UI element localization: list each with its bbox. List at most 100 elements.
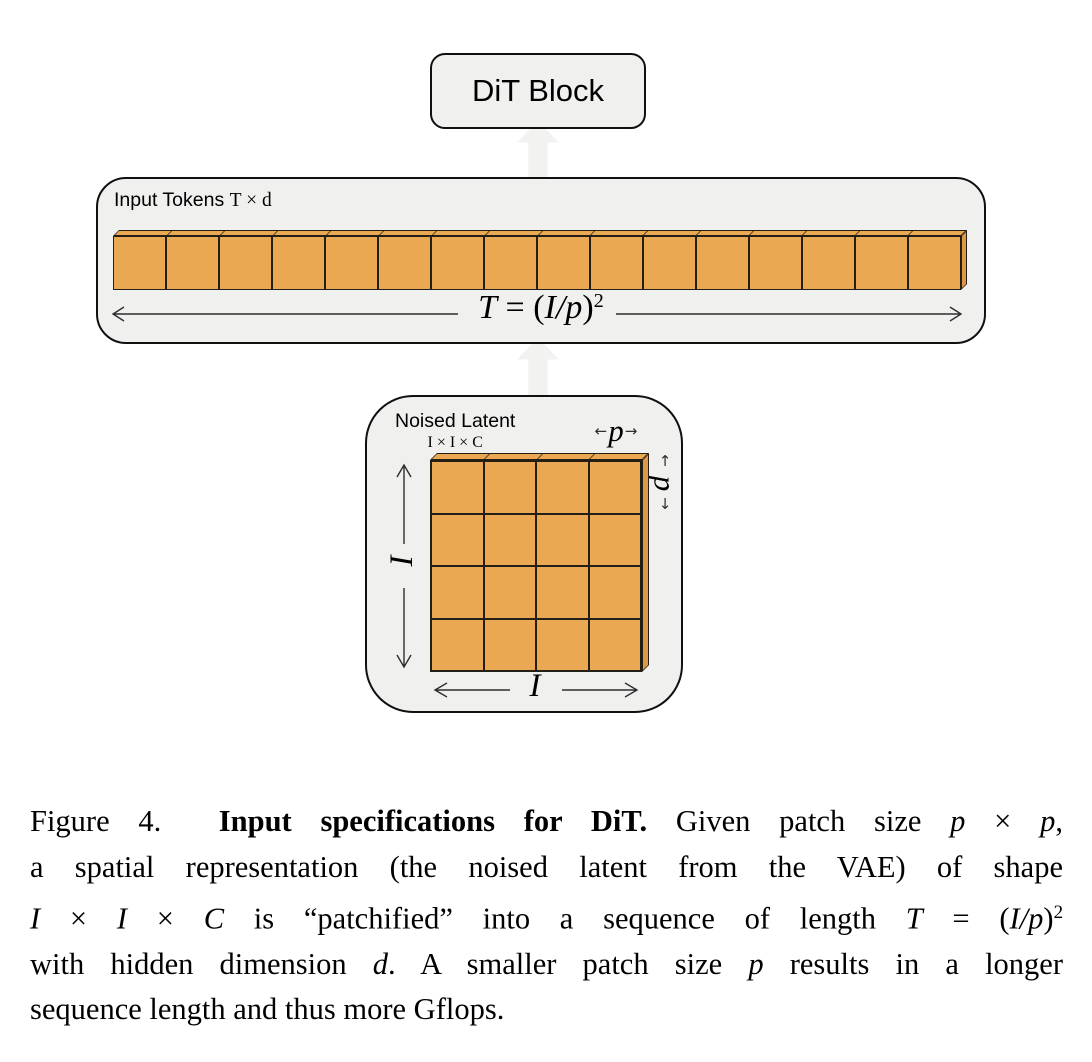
token xyxy=(696,237,749,289)
token xyxy=(537,237,590,289)
token-top xyxy=(432,231,490,235)
token xyxy=(325,237,378,289)
latent-grid-front-faces xyxy=(430,460,642,672)
latent-patch xyxy=(483,461,536,514)
token-top xyxy=(644,231,702,235)
up-arrow-icon xyxy=(517,121,559,179)
noised-latent-panel: Noised Latent I × I × C ← p → ↑ p ↓ I I xyxy=(365,395,683,713)
noised-latent-label-text: Noised Latent xyxy=(395,410,516,432)
latent-patch xyxy=(588,461,641,514)
token-top xyxy=(750,231,808,235)
caption-segment: Given patch size xyxy=(647,804,951,838)
caption-segment: p xyxy=(1040,804,1056,838)
token-top xyxy=(856,231,914,235)
up-arrow-icon: ↑ xyxy=(658,452,672,471)
token-top xyxy=(326,231,384,235)
caption-segment: Figure 4. xyxy=(30,804,219,838)
latent-patch-top xyxy=(537,454,596,459)
latent-grid-top-face xyxy=(430,453,649,460)
caption-line: Figure 4. Input specifications for DiT. … xyxy=(30,799,1063,845)
latent-patch xyxy=(431,566,484,619)
dit-block-box: DiT Block xyxy=(430,53,646,129)
caption-segment: with hidden dimension xyxy=(30,946,373,981)
input-tokens-label-text: Input Tokens xyxy=(114,189,225,211)
token-top xyxy=(115,231,172,235)
noised-latent-label: Noised Latent I × I × C xyxy=(395,410,515,452)
formula-close-paren: ) xyxy=(582,289,594,326)
latent-patch xyxy=(588,513,641,566)
formula-exponent: 2 xyxy=(593,289,604,312)
caption-segment: × xyxy=(127,901,204,936)
token-top xyxy=(485,231,543,235)
latent-patch xyxy=(536,566,589,619)
token xyxy=(272,237,325,289)
caption-segment: ) xyxy=(1043,901,1054,936)
figure-caption: Figure 4. Input specifications for DiT. … xyxy=(30,799,1063,1033)
latent-patch xyxy=(483,513,536,566)
caption-segment: , xyxy=(1055,804,1064,838)
token xyxy=(590,237,643,289)
token xyxy=(855,237,908,289)
token xyxy=(431,237,484,289)
caption-segment: × xyxy=(965,804,1041,838)
input-tokens-panel: Input Tokens T × d T = (I/p)2 xyxy=(96,177,986,344)
caption-segment: I xyxy=(116,901,128,936)
caption-segment: p xyxy=(950,804,966,838)
token xyxy=(643,237,696,289)
caption-segment: C xyxy=(203,901,225,936)
caption-segment: 2 xyxy=(1053,902,1064,923)
latent-grid xyxy=(430,453,649,672)
token xyxy=(908,237,960,289)
token-top xyxy=(591,231,649,235)
caption-segment: d xyxy=(372,946,389,981)
latent-patch xyxy=(483,566,536,619)
token-top xyxy=(167,231,225,235)
patch-width-label: p xyxy=(608,413,624,448)
latent-patch xyxy=(536,513,589,566)
caption-segment: = ( xyxy=(922,901,1010,936)
token xyxy=(484,237,537,289)
token-top xyxy=(909,231,965,235)
token-top xyxy=(379,231,437,235)
input-tokens-label: Input Tokens T × d xyxy=(114,189,272,212)
formula-fraction: I/p xyxy=(544,289,583,326)
noised-latent-shape-label: I × I × C xyxy=(427,434,483,451)
caption-segment: T xyxy=(905,901,923,936)
token xyxy=(802,237,855,289)
caption-segment: results in a longer xyxy=(763,946,1063,981)
caption-segment: I/p xyxy=(1009,901,1044,936)
latent-patch xyxy=(431,513,484,566)
latent-height-dimension-arrow xyxy=(396,463,412,669)
patch-width-dimension: ← p → xyxy=(588,415,644,446)
formula-T: T xyxy=(478,289,498,326)
caption-line: I × I × C is “patchified” into a sequenc… xyxy=(30,890,1063,942)
latent-patch-top xyxy=(432,454,490,459)
caption-segment: I xyxy=(30,901,41,936)
caption-segment: a spatial representation (the noised lat… xyxy=(30,849,1063,884)
input-tokens-shape-label: T × d xyxy=(229,190,272,211)
patch-height-label: p xyxy=(647,475,683,491)
token xyxy=(378,237,431,289)
latent-patch xyxy=(536,461,589,514)
latent-patch xyxy=(431,461,484,514)
token-top xyxy=(220,231,278,235)
latent-width-dimension-arrow xyxy=(433,682,639,698)
token-top xyxy=(803,231,861,235)
latent-height-label: I xyxy=(383,555,420,567)
latent-patch xyxy=(588,618,641,671)
token xyxy=(219,237,272,289)
latent-patch xyxy=(536,618,589,671)
caption-segment: . A smaller patch size xyxy=(388,946,749,981)
token-row-side-face xyxy=(961,230,967,290)
latent-grid-side-face xyxy=(642,453,649,672)
caption-segment: × xyxy=(40,901,117,936)
up-arrow-icon xyxy=(517,338,559,396)
token-top xyxy=(697,231,755,235)
token xyxy=(166,237,219,289)
down-arrow-icon: ↓ xyxy=(658,494,672,513)
latent-patch-top xyxy=(590,454,647,459)
caption-segment: sequence length and thus more Gflops. xyxy=(30,992,505,1027)
latent-patch xyxy=(483,618,536,671)
latent-patch xyxy=(431,618,484,671)
